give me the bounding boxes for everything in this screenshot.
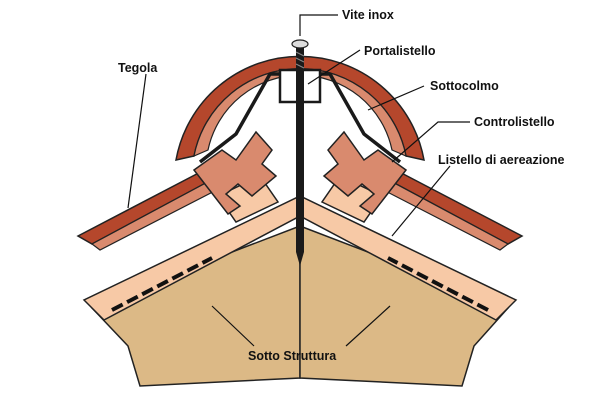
leader-listello xyxy=(391,165,451,237)
labels: Vite inox Portalistello Sottocolmo Contr… xyxy=(118,8,564,363)
membrane-left xyxy=(111,256,213,312)
screw-thread-1 xyxy=(295,51,305,57)
ventilation-battens xyxy=(82,194,518,321)
screw-shaft xyxy=(296,44,304,266)
leader-controlistello xyxy=(391,121,470,163)
bracket-right xyxy=(322,130,408,216)
leader-portalistello xyxy=(307,49,361,85)
label-controlistello: Controlistello xyxy=(474,115,555,129)
label-sottocolmo: Sottocolmo xyxy=(430,79,499,93)
bracket-left xyxy=(192,130,278,216)
leader-sottocolmo xyxy=(367,85,425,111)
screw-head xyxy=(291,39,309,49)
label-vite-inox: Vite inox xyxy=(342,8,394,22)
ridge-cap-inner xyxy=(193,68,407,157)
label-listello-aereazione: Listello di aereazione xyxy=(438,153,564,167)
screw-thread-3 xyxy=(295,63,305,69)
label-portalistello: Portalistello xyxy=(364,44,436,58)
leader-vite xyxy=(299,14,338,36)
label-tegola: Tegola xyxy=(118,61,158,75)
leader-lines xyxy=(127,14,470,347)
stainless-screw xyxy=(291,39,309,266)
leader-struttura-right xyxy=(345,305,391,347)
label-sotto-struttura: Sotto Struttura xyxy=(248,349,337,363)
ridge-brackets xyxy=(192,130,408,216)
leader-struttura-left xyxy=(211,305,255,347)
screw-thread-2 xyxy=(295,57,305,63)
ridge-cap xyxy=(175,55,425,161)
leader-tegola xyxy=(127,73,147,209)
membrane-right xyxy=(387,256,489,312)
